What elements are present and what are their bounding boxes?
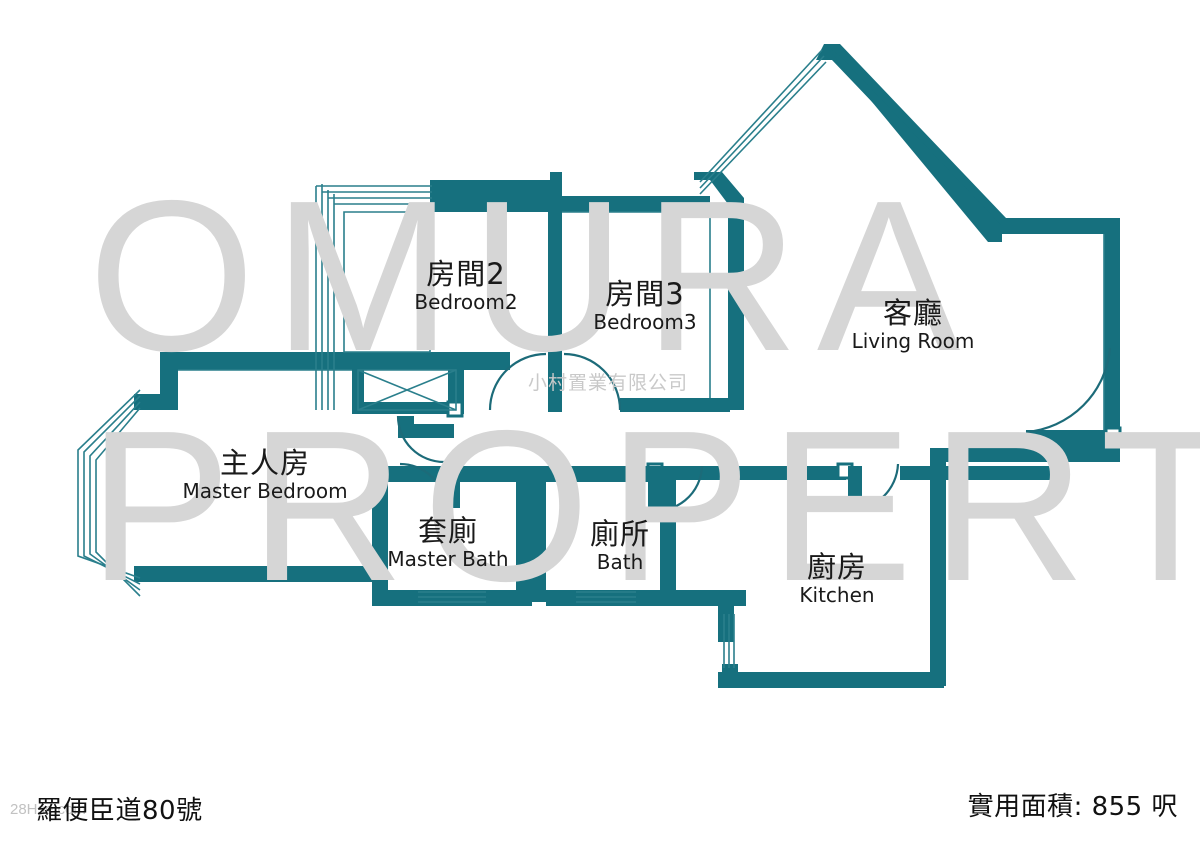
wall-bed2-bed3-divider xyxy=(548,196,562,412)
door-arc-kitchen xyxy=(847,463,900,512)
room-label-en: Bedroom3 xyxy=(593,310,697,335)
closet-box xyxy=(357,369,457,411)
room-outline-bed2-3 xyxy=(562,211,711,398)
wall-mbath-left xyxy=(372,466,388,602)
room-label-cn: 房間2 xyxy=(426,257,506,291)
window-bed2-inner-box xyxy=(343,211,431,353)
closet-cross-2 xyxy=(357,369,457,411)
wall-kitchen-doorpost xyxy=(848,466,862,510)
footer-source-watermark: 28Hse.com xyxy=(10,801,86,818)
wall-kitchen-top-left xyxy=(654,466,846,480)
room-label-en: Living Room xyxy=(851,329,975,354)
room-label-en: Bedroom2 xyxy=(414,290,518,315)
wall-entrance-threshold xyxy=(1026,430,1106,442)
window-diag-1 xyxy=(699,49,823,183)
room-label-en: Master Bath xyxy=(387,547,509,572)
wall-bed3-bottom xyxy=(620,398,730,412)
room-label-cn: 客廳 xyxy=(882,296,943,330)
wall-mbath-top xyxy=(372,466,446,482)
door-arc-bath xyxy=(647,465,704,512)
room-label-cn: 房間3 xyxy=(605,277,685,311)
window-diag-3 xyxy=(699,61,827,195)
wall-kitchen-right xyxy=(930,448,946,686)
wall-closet-bottom xyxy=(352,402,464,414)
walls-group xyxy=(134,44,1122,688)
wall-corridor-top-left-drop xyxy=(160,352,178,394)
wall-kitchen-top-right xyxy=(900,466,1052,480)
wall-lower-bottom xyxy=(718,672,944,688)
wall-living-right xyxy=(1104,218,1120,446)
room-label-cn: 套廁 xyxy=(417,514,478,548)
windows-group xyxy=(77,49,1105,668)
room-label-cn: 廁所 xyxy=(589,517,650,551)
wall-bed2-top xyxy=(430,180,550,212)
wall-lower-drop xyxy=(718,590,734,642)
wall-bath-top xyxy=(546,466,660,482)
door-arc-entrance xyxy=(1025,347,1112,434)
wall-kitchen-upper-tie xyxy=(930,448,1120,462)
watermark-company: 小村置業有限公司 xyxy=(528,372,689,394)
wall-diagonal-right-slope xyxy=(824,44,1002,242)
wall-entrance-jamb xyxy=(1104,426,1122,446)
page-title: 羅便臣道80號 xyxy=(36,796,203,826)
doors-group xyxy=(396,347,1112,512)
wall-bed3-top-corner xyxy=(694,172,744,410)
wall-hall-stub xyxy=(398,424,454,438)
room-label-cn: 主人房 xyxy=(219,446,310,480)
room-label-en: Master Bedroom xyxy=(182,479,348,504)
door-arc-master-bath xyxy=(399,462,448,509)
window-bay-4 xyxy=(95,407,141,597)
wall-master-bottom xyxy=(134,566,374,582)
wall-bath-left xyxy=(532,466,546,602)
wall-corridor-top xyxy=(160,352,510,370)
wall-mbath-bottom xyxy=(372,590,532,606)
door-arc-closet-hall xyxy=(396,415,445,464)
wall-mbath-right xyxy=(516,466,532,602)
window-diag-2 xyxy=(699,55,825,189)
room-label-en: Kitchen xyxy=(799,583,875,608)
room-label-en: Bath xyxy=(596,550,644,575)
wall-corridor-left-stub xyxy=(134,394,178,410)
wall-lower-bottom-left xyxy=(722,664,738,688)
door-arc-bedroom2 xyxy=(488,352,547,411)
room-label-cn: 廚房 xyxy=(806,550,867,584)
wall-mbath-doorpost xyxy=(446,466,460,508)
door-arc-bedroom3 xyxy=(563,352,622,411)
wall-top-right-run xyxy=(562,196,710,212)
saleable-area: 實用面積: 855 呎 xyxy=(967,792,1178,822)
wall-bath-right xyxy=(660,466,676,602)
wall-mbath-top-right xyxy=(458,466,516,482)
